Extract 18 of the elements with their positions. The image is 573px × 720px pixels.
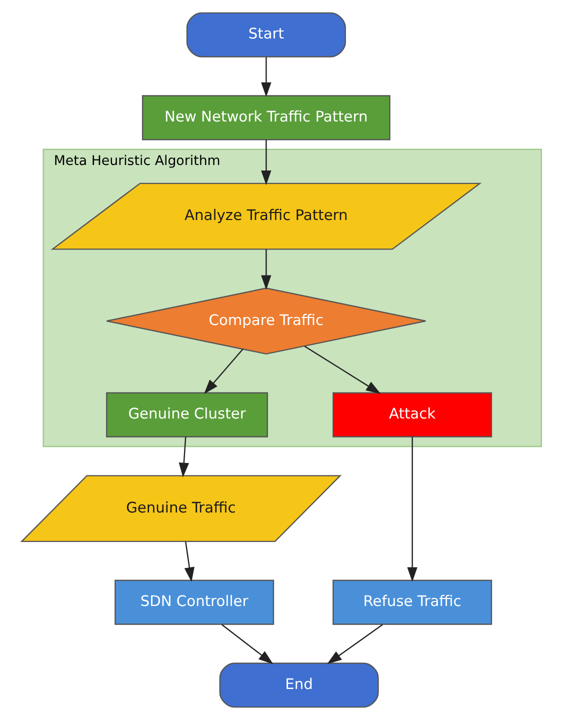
arrow [407,436,418,582]
arrow [261,249,272,290]
node-box: Genuine Cluster [106,392,268,438]
node-box: Start [186,12,346,58]
arrow [184,542,194,582]
arrow [261,57,272,98]
node-box: SDN Controller [114,580,274,625]
node-box: New Network Traffic Pattern [142,95,390,140]
arrow [304,346,381,394]
arrow [327,624,383,664]
arrow [204,348,244,394]
arrow [178,436,190,478]
arrow [261,140,272,186]
node-diamond: Compare Traffic [106,288,426,355]
arrow [221,624,274,664]
node-box: Attack [332,392,492,438]
node-box: End [219,662,379,708]
node-box: Refuse Traffic [332,580,492,625]
